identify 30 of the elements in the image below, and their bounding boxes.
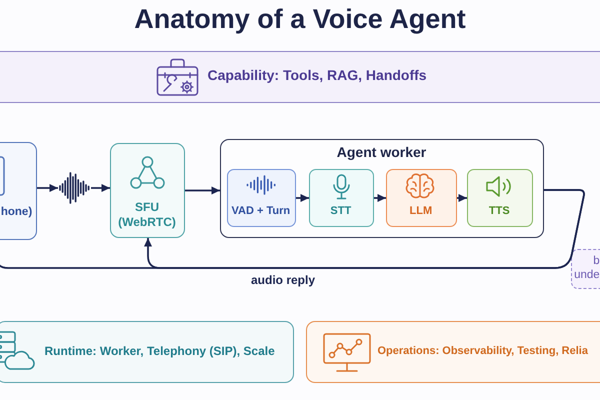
node-label: SFU (WebRTC)	[117, 200, 177, 229]
runtime-panel	[0, 321, 294, 383]
process-box	[466, 168, 532, 226]
title: Anatomy of a Voice Agent	[134, 4, 466, 35]
sound-wave-icon	[58, 171, 91, 205]
node-label: TTS	[488, 204, 510, 218]
node-label: STT	[330, 204, 352, 218]
capability-banner	[0, 51, 600, 103]
arrow	[296, 194, 309, 202]
process-box	[386, 168, 456, 226]
banner-text: Capability: Tools, RAG, Handoffs	[208, 67, 427, 84]
connector-line	[0, 189, 585, 269]
node-label: hone)	[0, 206, 32, 220]
arrow	[91, 184, 110, 192]
note-text: b unde	[573, 255, 600, 283]
worker-container	[220, 139, 544, 238]
arrow	[374, 194, 386, 202]
arrow	[185, 186, 220, 194]
arrow	[457, 194, 467, 202]
node-label: VAD + Turn	[232, 204, 290, 218]
arrow	[37, 184, 58, 192]
node-label: LLM	[410, 204, 432, 218]
process-box	[110, 143, 185, 238]
edge-label: audio reply	[248, 273, 318, 287]
process-box	[308, 168, 374, 226]
container-title: Agent worker	[336, 144, 426, 161]
panel-text: Runtime: Worker, Telephony (SIP), Scale	[44, 344, 275, 359]
process-box	[226, 168, 296, 226]
operations-panel	[306, 321, 600, 383]
panel-text: Operations: Observability, Testing, Relia	[378, 344, 588, 358]
